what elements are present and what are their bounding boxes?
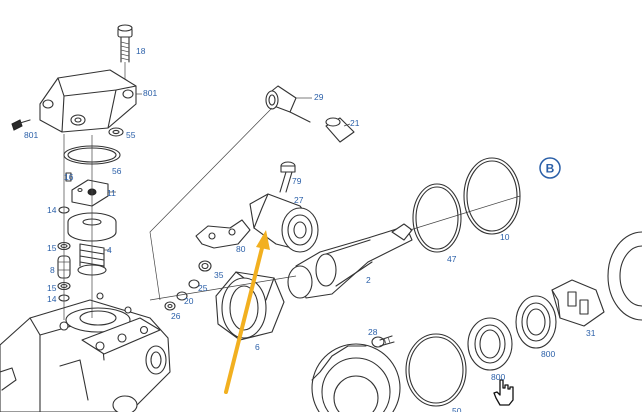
label-21: 21 [350, 118, 360, 128]
part-801-cover[interactable] [39, 69, 137, 133]
pump-housing[interactable] [0, 292, 171, 412]
label-80: 80 [236, 244, 246, 254]
part-801-screw[interactable] [11, 119, 31, 131]
part-18-bolt[interactable] [117, 24, 133, 63]
part-47-oring[interactable] [412, 183, 462, 253]
callout-b[interactable]: B [539, 157, 561, 179]
label-18: 18 [136, 46, 146, 56]
label-2: 2 [366, 275, 371, 285]
hand-pointer-icon [493, 379, 514, 406]
part-21-sleeve[interactable] [325, 117, 355, 143]
label-27: 27 [294, 195, 304, 205]
part-50-oring[interactable] [405, 333, 467, 407]
label-35: 35 [214, 270, 224, 280]
label-16: 16 [64, 172, 74, 182]
part-10-oring[interactable] [463, 157, 521, 235]
part-28-bolt[interactable] [371, 335, 395, 348]
label-6: 6 [255, 342, 260, 352]
part-29-elbow[interactable] [265, 85, 311, 123]
label-29: 29 [314, 92, 324, 102]
label-28: 28 [368, 327, 378, 337]
part-31-coupling[interactable] [551, 279, 605, 327]
label-14-top: 14 [47, 205, 57, 215]
callout-b-label: B [546, 162, 555, 176]
part-80-clip[interactable] [195, 219, 251, 249]
highlight-arrow-icon [224, 230, 270, 394]
label-800-right: 800 [541, 349, 555, 359]
label-31: 31 [586, 328, 596, 338]
label-56: 56 [112, 166, 122, 176]
label-14-bottom: 14 [47, 294, 57, 304]
label-79: 79 [292, 176, 302, 186]
part-6-hex-nut[interactable] [215, 271, 285, 341]
label-55: 55 [126, 130, 136, 140]
part-2-shaft[interactable] [287, 223, 413, 299]
part-79-screw[interactable] [279, 161, 296, 193]
part-large-gear-right[interactable] [607, 231, 642, 321]
label-10: 10 [500, 232, 510, 242]
part-26-ring[interactable] [164, 301, 176, 311]
part-11-plate[interactable] [71, 179, 109, 207]
label-26: 26 [171, 311, 181, 321]
label-25: 25 [198, 283, 208, 293]
label-800-left: 800 [491, 372, 505, 382]
label-801-cover: 801 [143, 88, 157, 98]
part-800-seal-left[interactable] [467, 317, 513, 371]
label-11: 11 [107, 188, 116, 198]
label-47: 47 [447, 254, 457, 264]
label-8: 8 [50, 265, 55, 275]
label-4: 4 [107, 245, 112, 255]
part-16-pin[interactable] [65, 172, 72, 182]
part-gear-hub[interactable] [311, 343, 401, 412]
label-801-screw: 801 [24, 130, 38, 140]
part-27-valve-body[interactable] [249, 193, 319, 253]
label-15-bottom: 15 [47, 283, 57, 293]
part-800-seal-right[interactable] [515, 295, 557, 349]
part-55-washer[interactable] [108, 127, 124, 137]
part-25-ring[interactable] [188, 279, 200, 289]
label-20: 20 [184, 296, 194, 306]
part-35-ring[interactable] [198, 260, 212, 272]
label-15-top: 15 [47, 243, 57, 253]
label-50: 50 [452, 406, 462, 412]
